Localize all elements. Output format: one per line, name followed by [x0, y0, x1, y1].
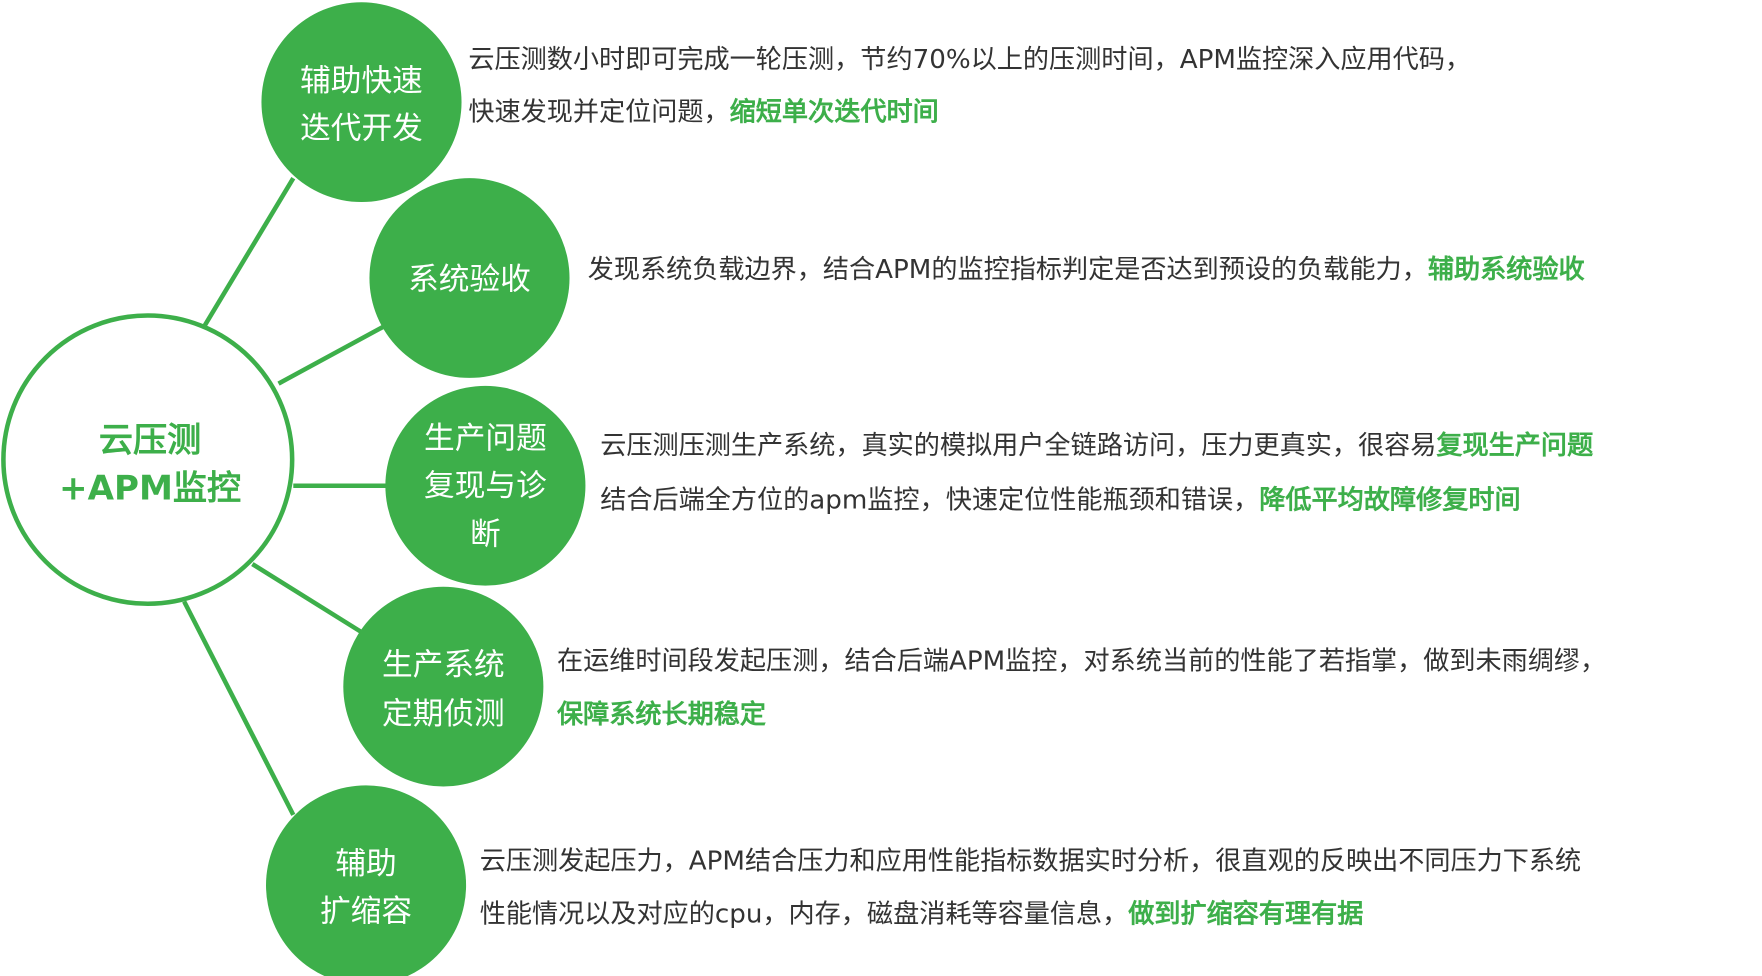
node-label: 生产问题: [424, 421, 547, 456]
node-periodic-detection: 生产系统 定期侦测 在运维时间段发起压测，结合后端APM监控，对系统当前的性能了…: [343, 586, 1606, 787]
node-label: 生产系统: [382, 648, 505, 683]
node-description: 云压测发起压力，APM结合压力和应用性能指标数据实时分析，很直观的反映出不同压力…: [480, 846, 1581, 876]
highlight: 保障系统长期稳定: [556, 699, 766, 730]
node-description: 快速发现并定位问题，缩短单次迭代时间: [468, 96, 938, 127]
connectors: [182, 177, 387, 816]
node-label: 断: [470, 518, 501, 553]
connector-5: [182, 600, 296, 816]
node-scaling: 辅助 扩缩容 云压测发起压力，APM结合压力和应用性能指标数据实时分析，很直观的…: [266, 785, 1581, 976]
highlight: 做到扩缩容有理有据: [1127, 899, 1363, 930]
center-title-line2: +APM监控: [59, 468, 241, 508]
highlight: 复现生产问题: [1436, 431, 1594, 461]
node-description: 保障系统长期稳定: [556, 699, 766, 730]
node-label: 定期侦测: [382, 697, 505, 732]
connector-1: [202, 177, 296, 327]
node-label: 系统验收: [408, 262, 531, 297]
node-description: 结合后端全方位的apm监控，快速定位性能瓶颈和错误，降低平均故障修复时间: [600, 484, 1520, 515]
center-node: 云压测 +APM监控: [1, 313, 295, 607]
node-label: 扩缩容: [320, 895, 412, 930]
node-label: 复现与诊: [424, 469, 547, 504]
node-system-acceptance: 系统验收 发现系统负载边界，结合APM的监控指标判定是否达到预设的负载能力，辅助…: [369, 178, 1585, 378]
node-label: 辅助快速: [300, 64, 423, 99]
node-description: 性能情况以及对应的cpu，内存，磁盘消耗等容量信息，做到扩缩容有理有据: [480, 899, 1364, 930]
connector-4: [251, 562, 363, 635]
node-rapid-iteration: 辅助快速 迭代开发 云压测数小时即可完成一轮压测，节约70%以上的压测时间，AP…: [261, 2, 1471, 203]
highlight: 降低平均故障修复时间: [1259, 484, 1520, 515]
node-description: 云压测压测生产系统，真实的模拟用户全链路访问，压力更真实，很容易复现生产问题: [600, 431, 1594, 461]
node-label: 辅助: [335, 847, 396, 882]
node-production-diagnosis: 生产问题 复现与诊 断 云压测压测生产系统，真实的模拟用户全链路访问，压力更真实…: [385, 385, 1594, 586]
highlight: 辅助系统验收: [1428, 254, 1585, 285]
node-description: 云压测数小时即可完成一轮压测，节约70%以上的压测时间，APM监控深入应用代码，: [468, 45, 1471, 75]
center-title-line1: 云压测: [99, 421, 201, 461]
connector-2: [277, 324, 385, 386]
node-description: 发现系统负载边界，结合APM的监控指标判定是否达到预设的负载能力，辅助系统验收: [588, 254, 1585, 285]
highlight: 缩短单次迭代时间: [730, 96, 939, 127]
node-label: 迭代开发: [300, 111, 423, 146]
node-description: 在运维时间段发起压测，结合后端APM监控，对系统当前的性能了若指掌，做到未雨绸缪…: [557, 647, 1606, 677]
